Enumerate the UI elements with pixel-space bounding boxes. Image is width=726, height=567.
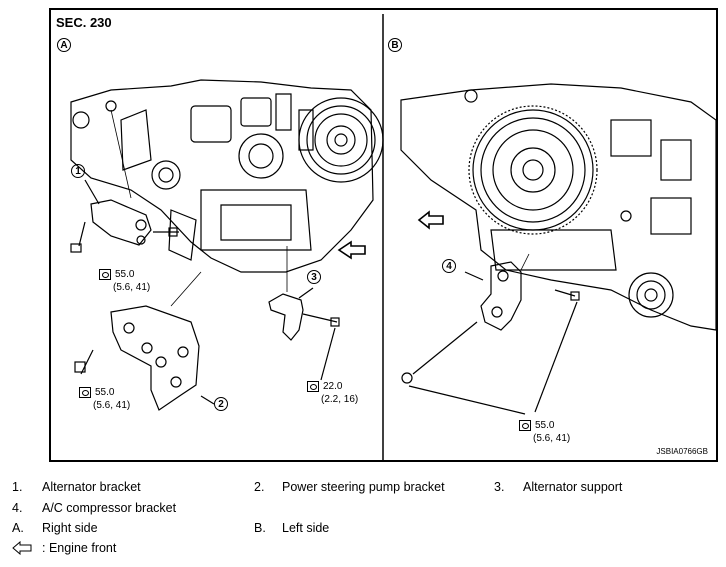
- callout-1: 1: [71, 164, 85, 178]
- legend-text-2: Power steering pump bracket: [282, 480, 445, 494]
- torque-wrench-icon: [79, 387, 91, 398]
- torque-spec-2: 55.0 (5.6, 41): [79, 386, 130, 412]
- view-b-label: B: [388, 38, 402, 52]
- legend-text-b: Left side: [282, 521, 330, 535]
- engine-illustration: [70, 14, 717, 460]
- legend-num-2: 2.: [254, 480, 265, 494]
- legend-num-3: 3.: [494, 480, 505, 494]
- legend-num-4: 4.: [12, 501, 23, 515]
- torque-spec-4: 55.0 (5.6, 41): [519, 419, 570, 445]
- torque-wrench-icon: [99, 269, 111, 280]
- legend-text-4: A/C compressor bracket: [42, 501, 177, 515]
- engine-front-arrow-icon: [12, 540, 32, 558]
- view-b-marker: B: [388, 38, 402, 52]
- view-a-marker: A: [57, 38, 71, 52]
- section-label: SEC. 230: [56, 15, 112, 30]
- figure-code: JSBIA0766GB: [656, 447, 708, 456]
- view-a-label: A: [57, 38, 71, 52]
- torque-spec-3: 22.0 (2.2, 16): [307, 380, 358, 406]
- torque-spec-1: 55.0 (5.6, 41): [99, 268, 150, 294]
- legend-text-a: Right side: [42, 521, 98, 535]
- legend-num-a: A.: [12, 521, 24, 535]
- legend-num-1: 1.: [12, 480, 23, 494]
- callout-3: 3: [307, 270, 321, 284]
- diagram-frame: SEC. 230 A B 1 2 3 4 55.0 (5.6, 41) 55.0…: [49, 8, 718, 462]
- callout-4: 4: [442, 259, 456, 273]
- callout-2: 2: [214, 397, 228, 411]
- legend-text-3: Alternator support: [523, 480, 623, 494]
- torque-wrench-icon: [519, 420, 531, 431]
- torque-wrench-icon: [307, 381, 319, 392]
- legend-front-text: : Engine front: [42, 541, 117, 555]
- legend-text-1: Alternator bracket: [42, 480, 141, 494]
- legend-num-b: B.: [254, 521, 266, 535]
